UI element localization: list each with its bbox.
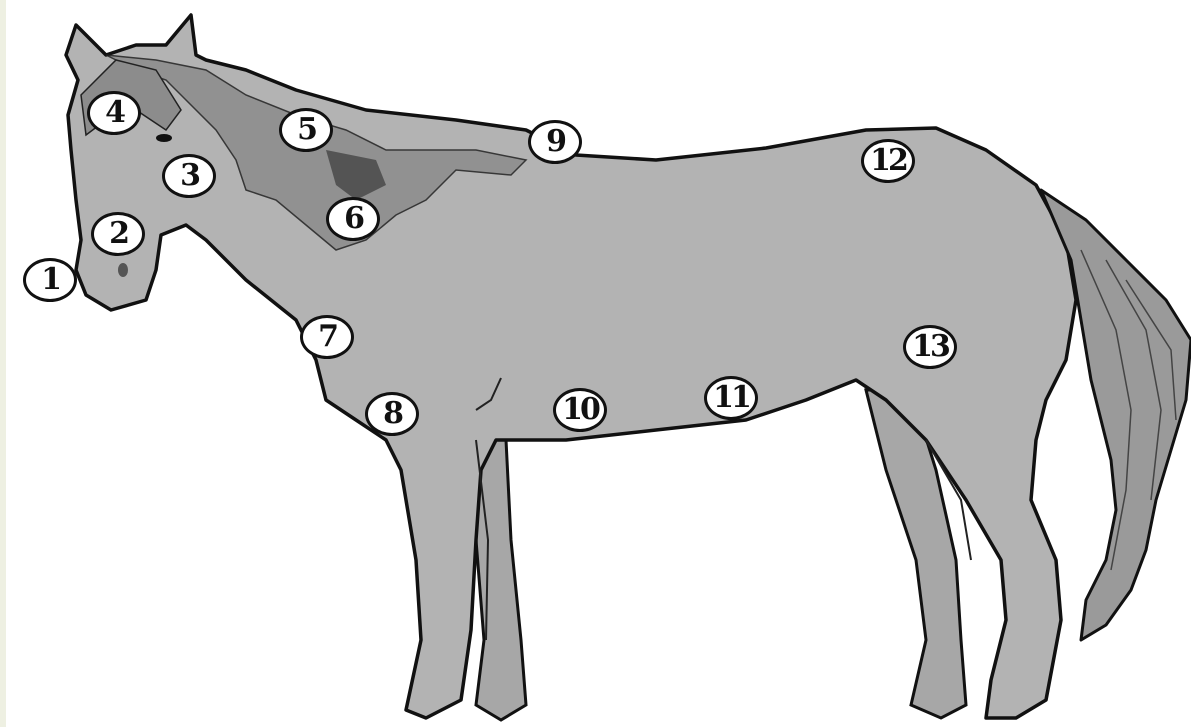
body-part-marker-9: 9: [528, 120, 582, 164]
body-part-marker-1: 1: [23, 258, 77, 302]
body-part-marker-6: 6: [326, 197, 380, 241]
body-part-marker-4: 4: [87, 91, 141, 135]
horse-body: [66, 15, 1191, 720]
body-part-marker-3: 3: [162, 154, 216, 198]
body-part-marker-7: 7: [300, 315, 354, 359]
horse-eye: [156, 134, 172, 142]
horse-nostril: [118, 263, 128, 277]
body-part-marker-2: 2: [91, 212, 145, 256]
body-part-marker-8: 8: [365, 392, 419, 436]
body-part-marker-12: 12: [861, 139, 915, 183]
body-part-marker-13: 13: [903, 325, 957, 369]
horse-illustration: [6, 0, 1191, 727]
body-part-marker-10: 10: [553, 388, 607, 432]
body-part-marker-5: 5: [279, 108, 333, 152]
body-part-marker-11: 11: [704, 376, 758, 420]
